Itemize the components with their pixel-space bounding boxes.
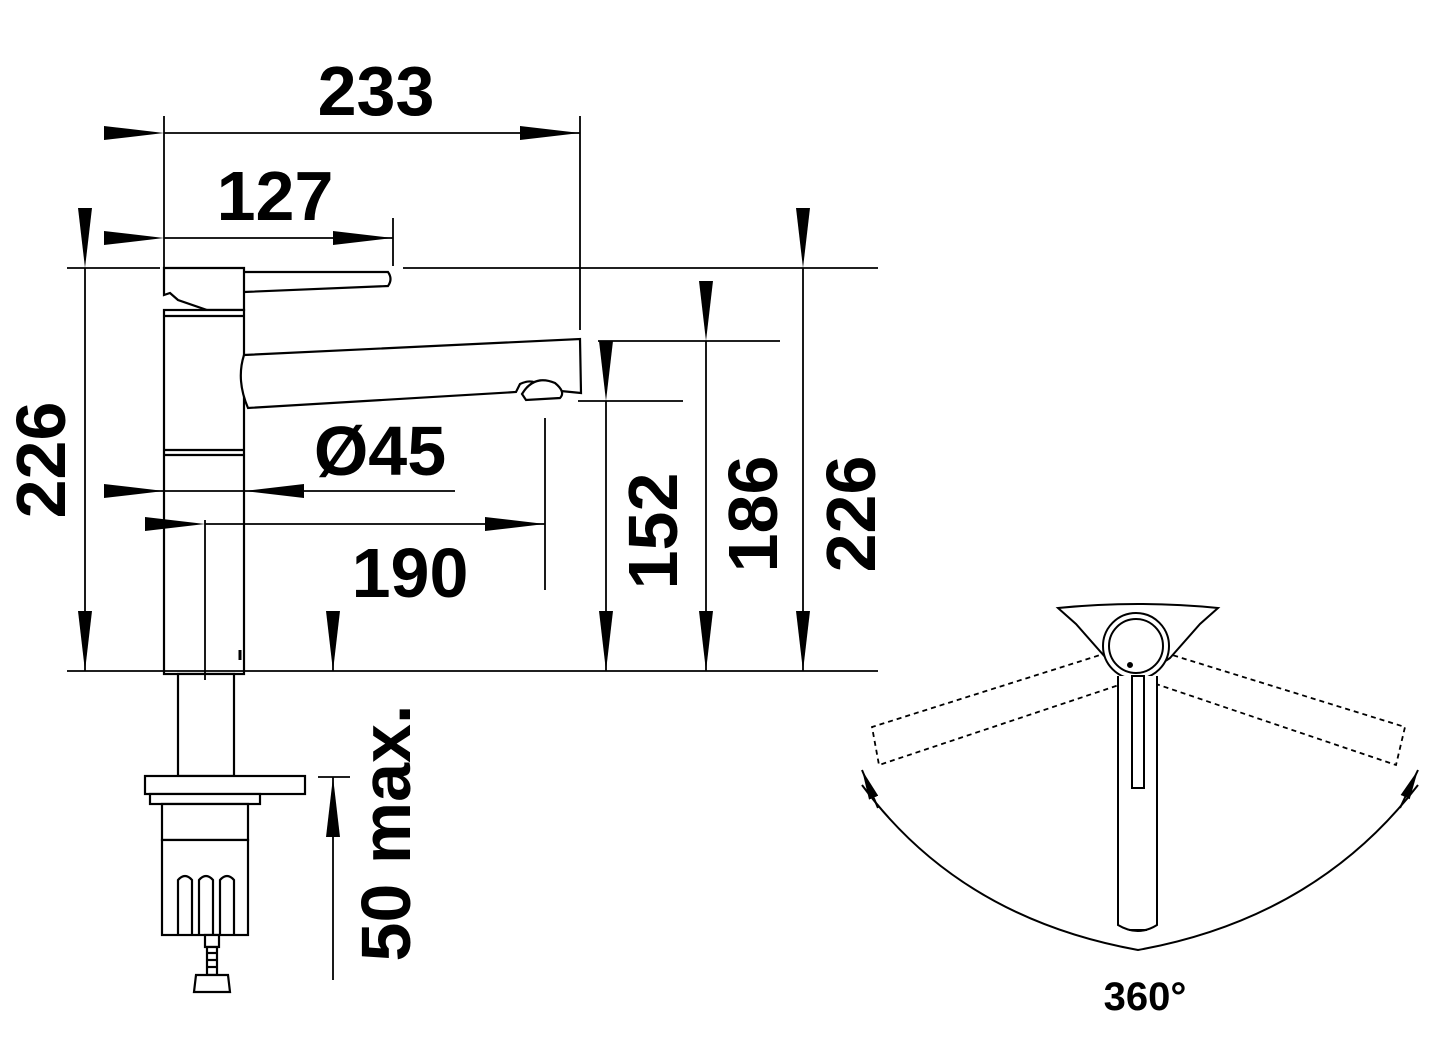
- lever-circle: [1102, 612, 1170, 680]
- dim-226-right-label: 226: [812, 456, 890, 573]
- faucet-side-view: [143, 266, 583, 994]
- dimension-lines: [67, 116, 878, 980]
- dim-186-label: 186: [714, 456, 792, 573]
- lever-block: [162, 266, 246, 312]
- body-column: [162, 308, 246, 676]
- shank: [176, 672, 236, 778]
- rotation-arrow-right: [1399, 769, 1419, 809]
- dim-190-label: 190: [352, 534, 469, 612]
- rotation-arc: [861, 784, 1419, 952]
- dim-226-left-label: 226: [2, 402, 80, 519]
- dim-152-label: 152: [614, 473, 692, 590]
- mounting-plate: [143, 774, 307, 796]
- aerator: [520, 379, 564, 402]
- lever-rod: [243, 270, 392, 294]
- dimension-texts: 233 127 226 Ø45 190 152 186 226 50 max.: [2, 52, 890, 961]
- fixing-nut: [160, 802, 250, 842]
- dim-50-max-label: 50 max.: [347, 705, 425, 962]
- swivel-positions-dashed: [870, 649, 1407, 767]
- rotation-angle-label: 360°: [1104, 975, 1187, 1019]
- dim-127-label: 127: [217, 157, 334, 235]
- faucet-top-view: [861, 603, 1419, 952]
- rotation-arrow-left: [861, 769, 879, 809]
- dim-45-label: Ø45: [314, 412, 446, 490]
- dim-233-label: 233: [318, 52, 435, 130]
